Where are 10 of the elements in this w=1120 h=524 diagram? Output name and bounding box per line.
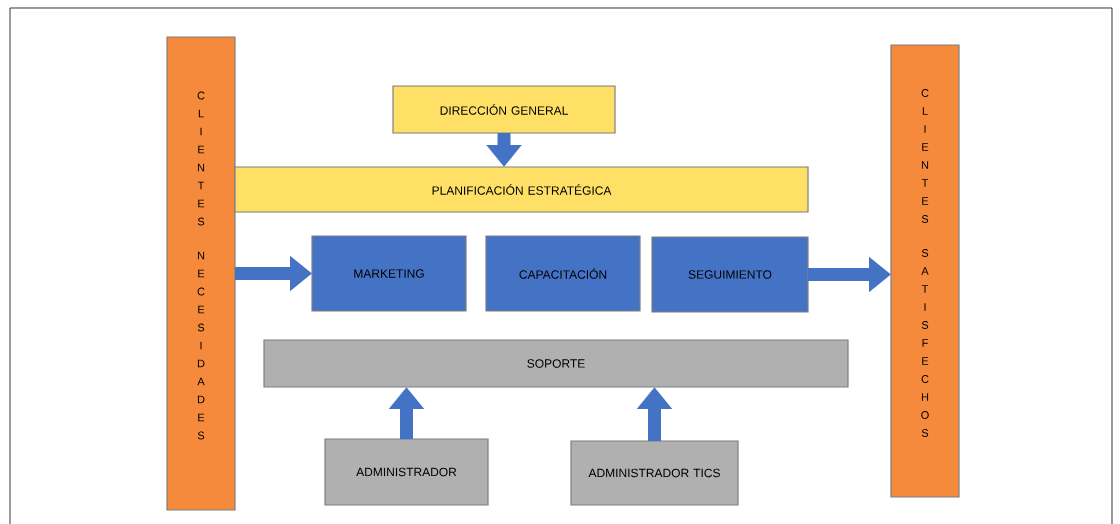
process-box: SEGUIMIENTO [651,236,809,313]
process-box: PLANIFICACIÓN ESTRATÉGICA [234,166,809,213]
process-box: ADMINISTRADOR [324,438,489,506]
process-box: CAPACITACIÓN [485,235,641,312]
process-box: ADMINISTRADOR TICS [570,440,739,506]
vertical-bar: CLIENTES NECESIDADES [166,36,236,511]
process-box: MARKETING [311,235,467,312]
process-box: DIRECCIÓN GENERAL [392,85,616,134]
process-box: SOPORTE [263,339,849,388]
vertical-bar: CLIENTES SATISFECHOS [890,44,960,498]
